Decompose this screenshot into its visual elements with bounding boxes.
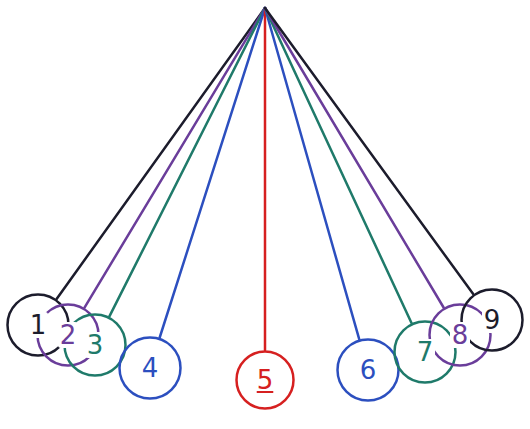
string <box>57 8 265 299</box>
pendulum-ball: 6 <box>336 338 400 402</box>
string <box>264 8 267 350</box>
ball-number: 9 <box>482 307 503 333</box>
ball-circle <box>395 322 456 383</box>
string <box>85 8 266 308</box>
ball-number: 1 <box>28 312 49 338</box>
ball-number: 7 <box>415 339 436 365</box>
ball-circle <box>237 352 294 409</box>
ball-number: 4 <box>140 355 161 381</box>
string <box>265 8 444 308</box>
pendulum-ball: 4 <box>118 336 182 400</box>
ball-circle <box>462 290 523 351</box>
ball-number: 2 <box>58 322 79 348</box>
string <box>160 8 265 338</box>
string <box>265 8 359 339</box>
ball-number: 5 <box>255 367 276 393</box>
ball-circle <box>65 315 126 376</box>
ball-number: 3 <box>85 332 106 358</box>
string <box>265 8 473 294</box>
pendulum-ball: 5 <box>235 350 295 410</box>
ball-number: 8 <box>450 322 471 348</box>
ball-circle <box>338 340 399 401</box>
ball-number: 6 <box>358 357 379 383</box>
pendulum-ball: 7 <box>393 320 457 384</box>
ball-circle <box>120 338 181 399</box>
string <box>109 8 265 316</box>
string <box>265 8 412 323</box>
